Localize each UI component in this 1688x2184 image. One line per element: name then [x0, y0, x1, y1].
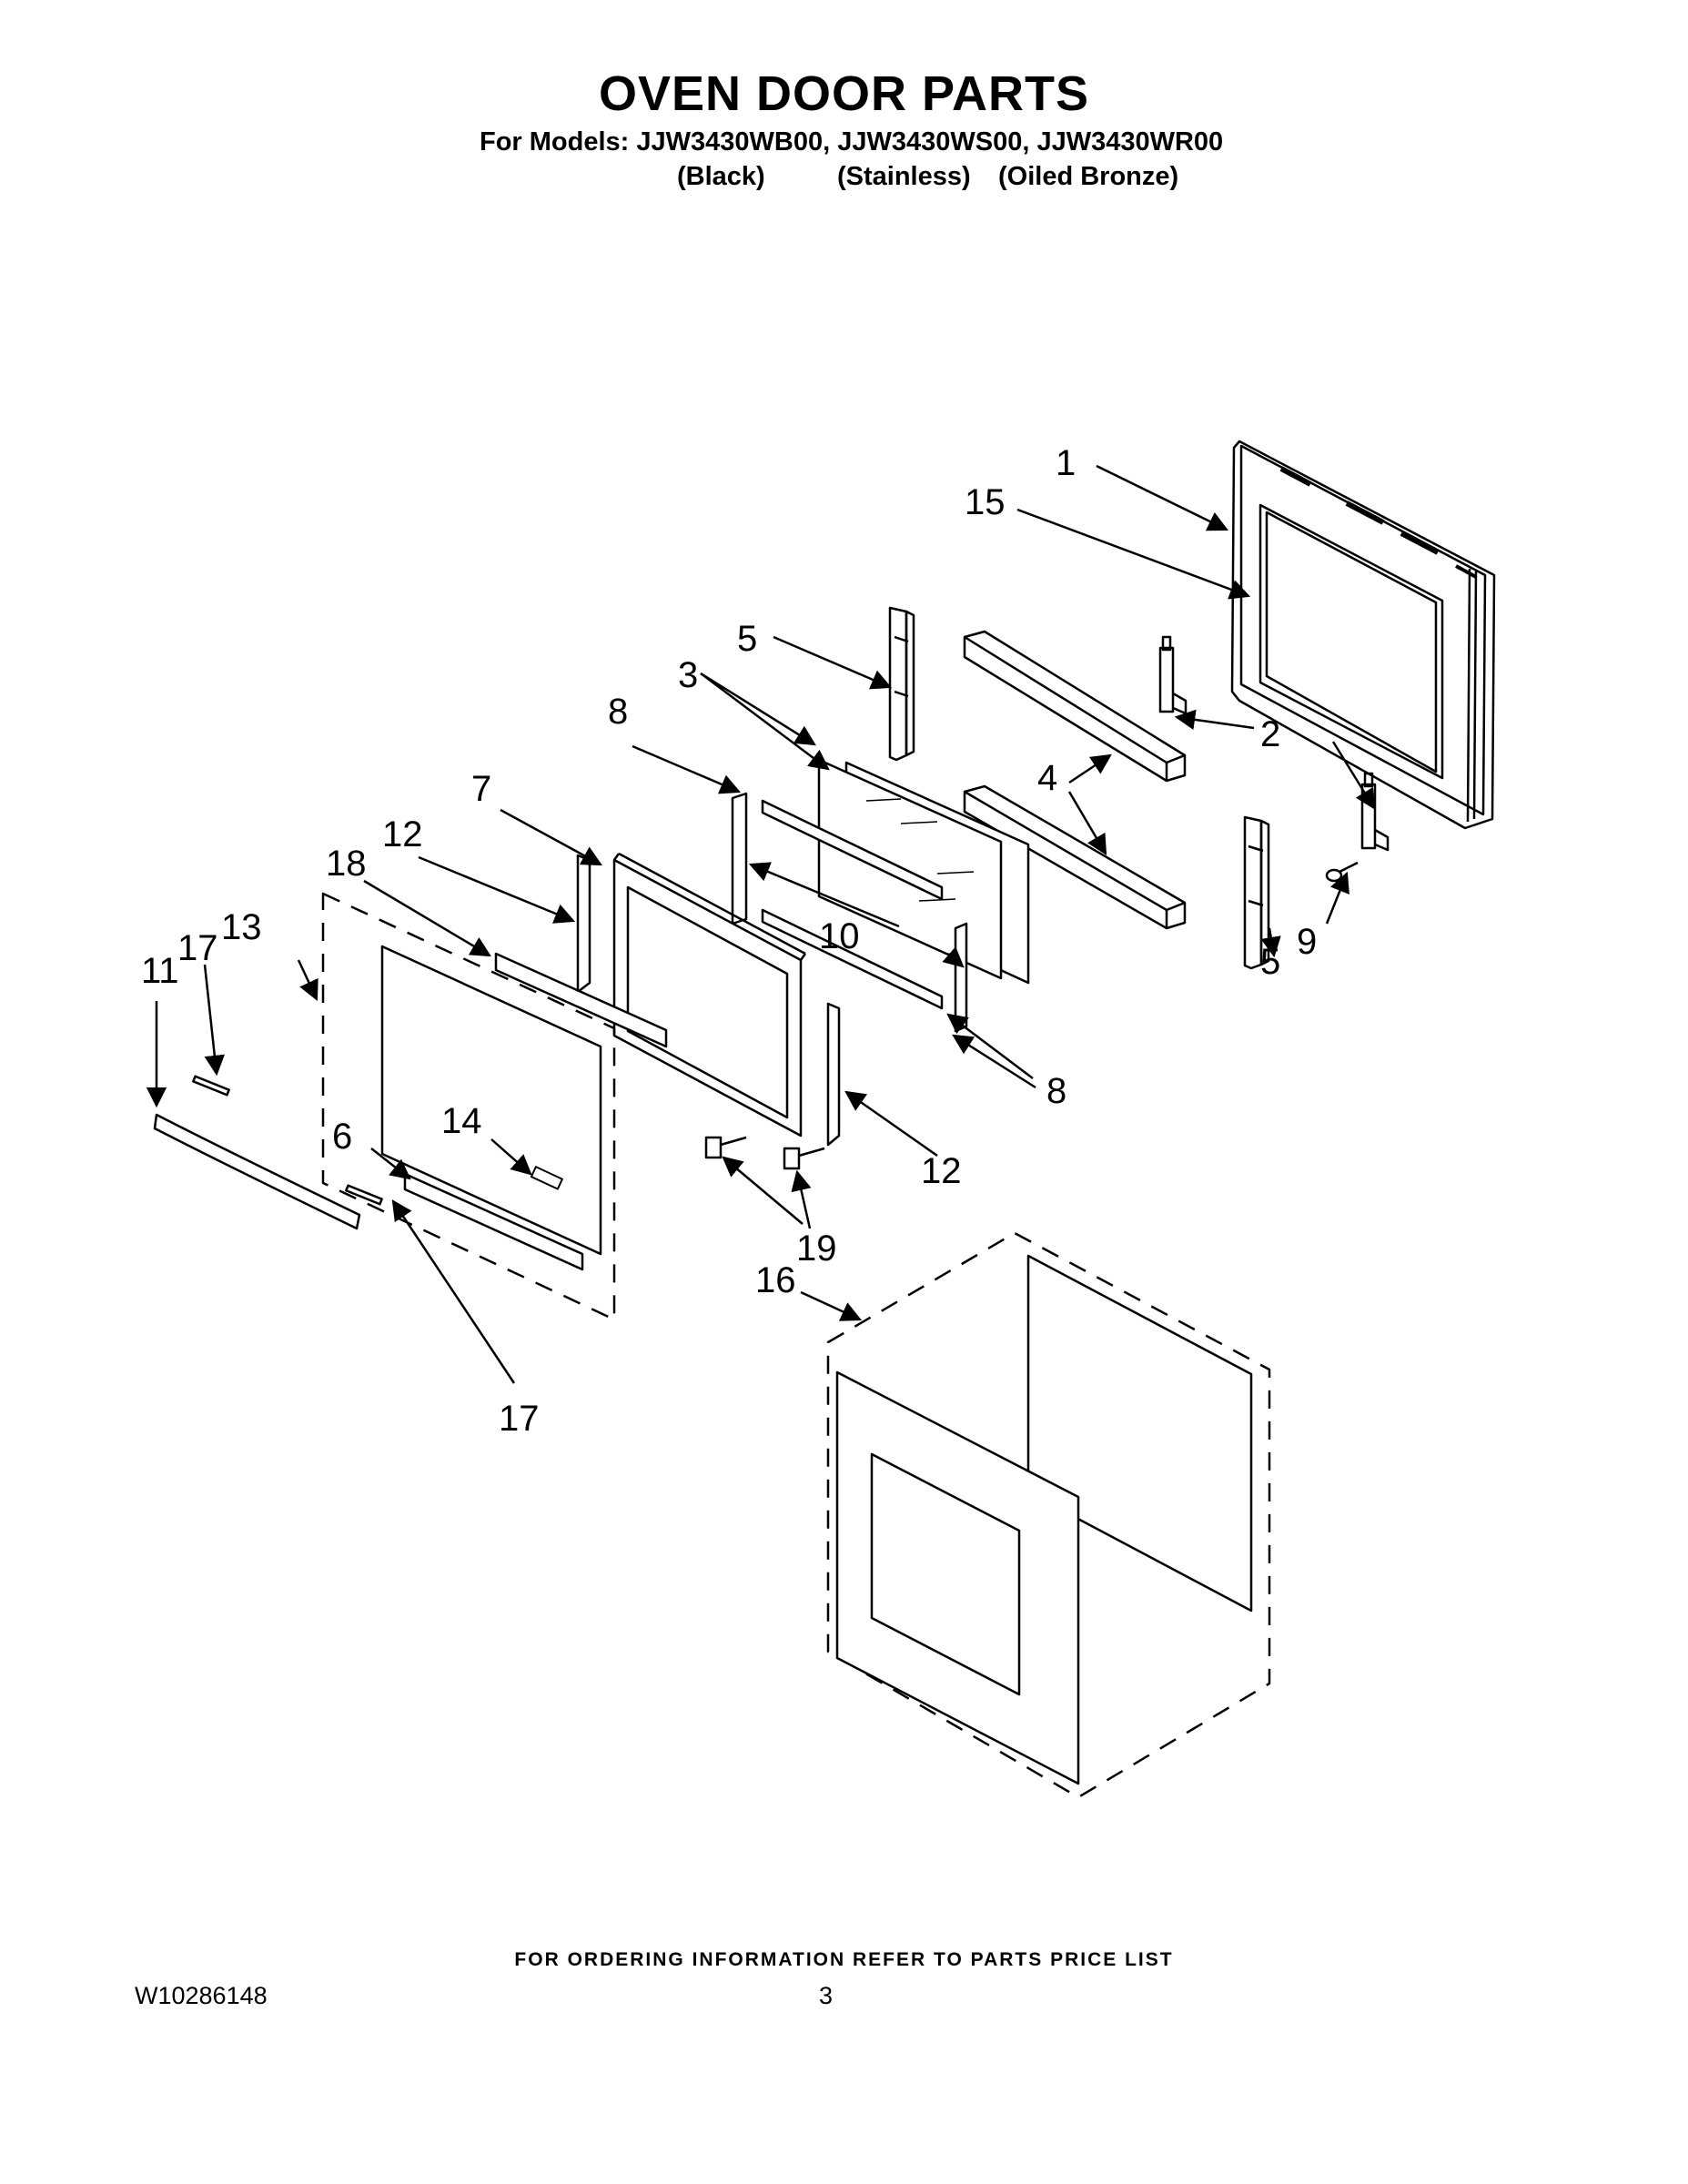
callout-18: 18 — [326, 844, 367, 884]
spacer-rail-lower-part — [963, 784, 1187, 930]
callout-labels: 1 15 2 3 4 5 5 9 8 10 8 7 12 12 18 13 17… — [141, 443, 1317, 1439]
bracket-left-part — [576, 854, 591, 994]
callout-12-upper: 12 — [382, 814, 423, 854]
glass-panes-part — [817, 758, 1030, 985]
finish-stainless-label: (Stainless) — [837, 162, 971, 191]
door-kit-assembly-part — [826, 1231, 1271, 1799]
callout-6: 6 — [332, 1117, 352, 1157]
callout-12-lower: 12 — [921, 1151, 962, 1191]
callout-5-lower: 5 — [1260, 942, 1280, 982]
door-handle-part — [153, 1113, 361, 1230]
finish-black-label: (Black) — [677, 162, 765, 191]
models-line: For Models: JJW3430WB00, JJW3430WS00, JJ… — [480, 127, 1224, 157]
callout-19: 19 — [796, 1228, 837, 1269]
bracket-right-part — [826, 1002, 841, 1147]
hinge-lower-part — [1360, 772, 1390, 852]
end-cap-lower-part — [345, 1184, 383, 1206]
hinge-screw-left-part — [704, 1136, 747, 1159]
spacer-rail-upper-part — [963, 630, 1187, 783]
retainer-left-part — [731, 792, 748, 925]
ordering-note: FOR ORDERING INFORMATION REFER TO PARTS … — [514, 1949, 1174, 1970]
callout-4: 4 — [1037, 758, 1057, 798]
callout-5-upper: 5 — [737, 619, 757, 659]
side-trim-upper-part — [888, 606, 915, 762]
page-title: OVEN DOOR PARTS — [598, 66, 1090, 121]
callout-13: 13 — [221, 907, 262, 947]
callout-11: 11 — [141, 951, 179, 991]
hinge-upper-part — [1158, 635, 1188, 715]
outer-door-panel-part — [1230, 440, 1496, 830]
glass-rail-part — [494, 952, 668, 1048]
callout-15: 15 — [965, 482, 1006, 522]
callout-8-lower: 8 — [1046, 1071, 1066, 1111]
callout-8-upper: 8 — [608, 692, 628, 732]
hinge-screw-right-part — [783, 1147, 825, 1170]
finish-bronze-label: (Oiled Bronze) — [998, 162, 1179, 191]
screw-part — [1325, 861, 1359, 883]
callout-17-upper: 17 — [177, 928, 218, 968]
callout-10: 10 — [819, 916, 860, 956]
document-number: W10286148 — [135, 1982, 268, 2009]
leader-arrows — [146, 464, 1376, 1384]
callout-17-lower: 17 — [499, 1399, 540, 1439]
outer-glass-assembly-part — [321, 892, 616, 1321]
callout-9: 9 — [1297, 922, 1317, 962]
callout-3: 3 — [678, 655, 698, 695]
callout-7: 7 — [471, 769, 491, 809]
side-trim-lower-part — [1243, 815, 1270, 970]
callout-2: 2 — [1260, 714, 1280, 754]
channel-lower-part — [761, 908, 944, 1010]
page-number: 3 — [819, 1982, 834, 2009]
callout-1: 1 — [1056, 443, 1076, 483]
retainer-right-part — [954, 922, 968, 1033]
inner-door-frame-part — [612, 852, 807, 1138]
end-cap-upper-part — [192, 1075, 230, 1097]
callout-16: 16 — [755, 1260, 796, 1300]
channel-upper-part — [761, 799, 944, 901]
callout-14: 14 — [441, 1101, 482, 1141]
